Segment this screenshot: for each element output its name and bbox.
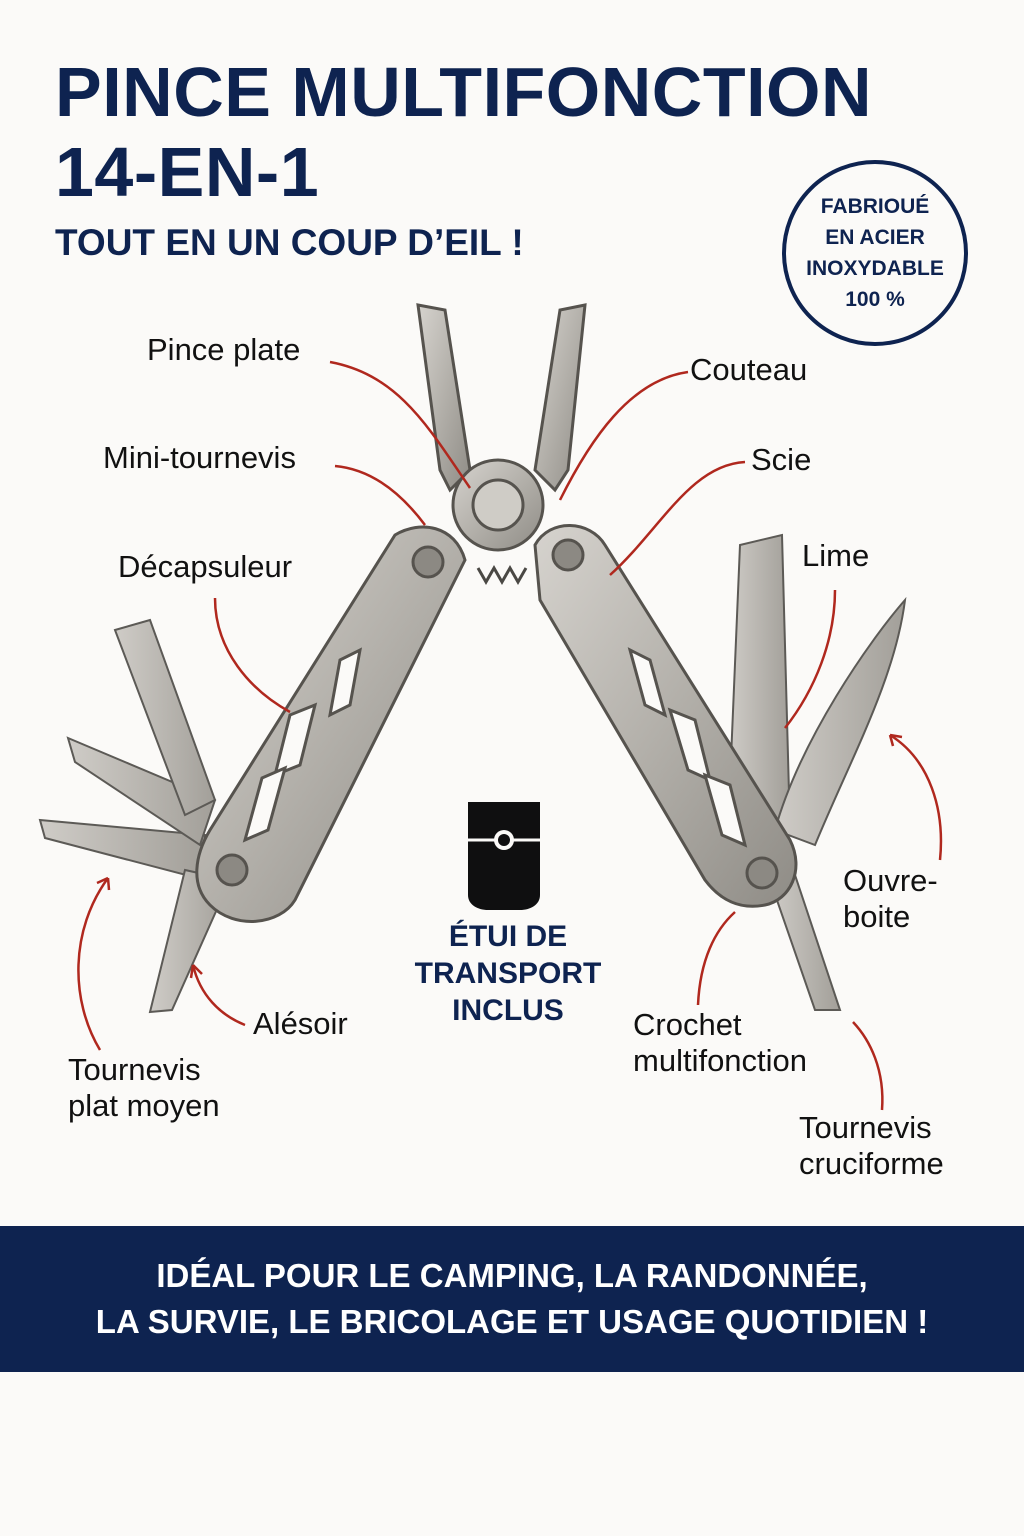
badge-line-2: EN ACIER: [825, 226, 925, 249]
pouch-caption-line-2: TRANSPORT: [414, 957, 602, 990]
usage-banner: IDÉAL POUR LE CAMPING, LA RANDONNÉE, LA …: [0, 1226, 1024, 1372]
right-tools: [726, 533, 907, 1011]
callout-decapsuleur: [213, 597, 291, 714]
pouch-caption-line-3: INCLUS: [452, 994, 564, 1027]
label-crochet-line-2: multifonction: [633, 1043, 808, 1078]
medium-screwdriver-tool: [113, 618, 217, 817]
spring: [476, 564, 528, 586]
bottle-opener-tool: [66, 736, 217, 847]
badge-line-3: INOXYDABLE: [806, 257, 944, 280]
label-couteau: Couteau: [690, 352, 808, 387]
pouch-caption-line-1: ÉTUI DE: [448, 920, 568, 953]
callout-tournevis-cruciforme: [852, 1021, 884, 1111]
label-alesoir: Alésoir: [253, 1006, 348, 1041]
label-scie: Scie: [751, 442, 812, 477]
callout-lines: [77, 360, 943, 1111]
left-tools: [38, 618, 232, 1014]
title-line-2: 14-EN-1: [55, 133, 320, 211]
left-handle: [195, 525, 467, 923]
knife-blade-tool: [773, 596, 907, 847]
banner-line-1: IDÉAL POUR LE CAMPING, LA RANDONNÉE,: [156, 1257, 868, 1294]
pouch-caption: ÉTUI DE TRANSPORT INCLUS: [398, 918, 618, 1029]
label-tournevis-cruciforme-line-1: Tournevis: [799, 1110, 932, 1145]
label-tournevis-cruciforme-line-2: cruciforme: [799, 1146, 944, 1181]
label-crochet-multifonction: Crochet multifonction: [633, 1007, 807, 1079]
badge-line-1: FABRIOUÉ: [820, 195, 930, 218]
subtitle: TOUT EN UN COUP D’EIL !: [55, 222, 524, 263]
callout-crochet: [696, 911, 736, 1006]
callout-tournevis-plat: [77, 877, 110, 1051]
pliers-jaws: [416, 303, 587, 552]
badge-line-4: 100 %: [845, 288, 905, 311]
label-decapsuleur: Décapsuleur: [118, 549, 293, 584]
pouch-icon: [468, 802, 540, 910]
callout-scie: [609, 460, 746, 576]
label-tournevis-cruciforme: Tournevis cruciforme: [799, 1110, 944, 1182]
label-ouvre-boite-line-1: Ouvre-: [843, 863, 938, 898]
callout-couteau: [558, 370, 689, 501]
callout-mini-tournevis: [334, 464, 426, 526]
label-mini-tournevis: Mini-tournevis: [103, 440, 296, 475]
label-pince-plate: Pince plate: [147, 332, 301, 367]
banner-line-2: LA SURVIE, LE BRICOLAGE ET USAGE QUOTIDI…: [95, 1303, 929, 1340]
label-lime: Lime: [802, 538, 870, 573]
callout-alesoir: [191, 964, 246, 1027]
right-handle: [533, 524, 798, 908]
title-line-1: PINCE MULTIFONCTION: [55, 53, 873, 131]
callout-pince-plate: [329, 360, 472, 489]
label-ouvre-boite-line-2: boite: [843, 899, 911, 934]
label-tournevis-plat-line-2: plat moyen: [68, 1088, 220, 1123]
label-tournevis-plat-moyen: Tournevis plat moyen: [68, 1052, 220, 1124]
label-crochet-line-1: Crochet: [633, 1007, 742, 1042]
label-tournevis-plat-line-1: Tournevis: [68, 1052, 201, 1087]
stainless-steel-badge: FABRIOUÉ EN ACIER INOXYDABLE 100 %: [782, 160, 968, 346]
page-title: PINCE MULTIFONCTION 14-EN-1: [55, 52, 872, 212]
callout-lime: [784, 589, 837, 729]
label-ouvre-boite: Ouvre- boite: [843, 863, 938, 935]
callout-ouvre-boite: [889, 733, 943, 861]
